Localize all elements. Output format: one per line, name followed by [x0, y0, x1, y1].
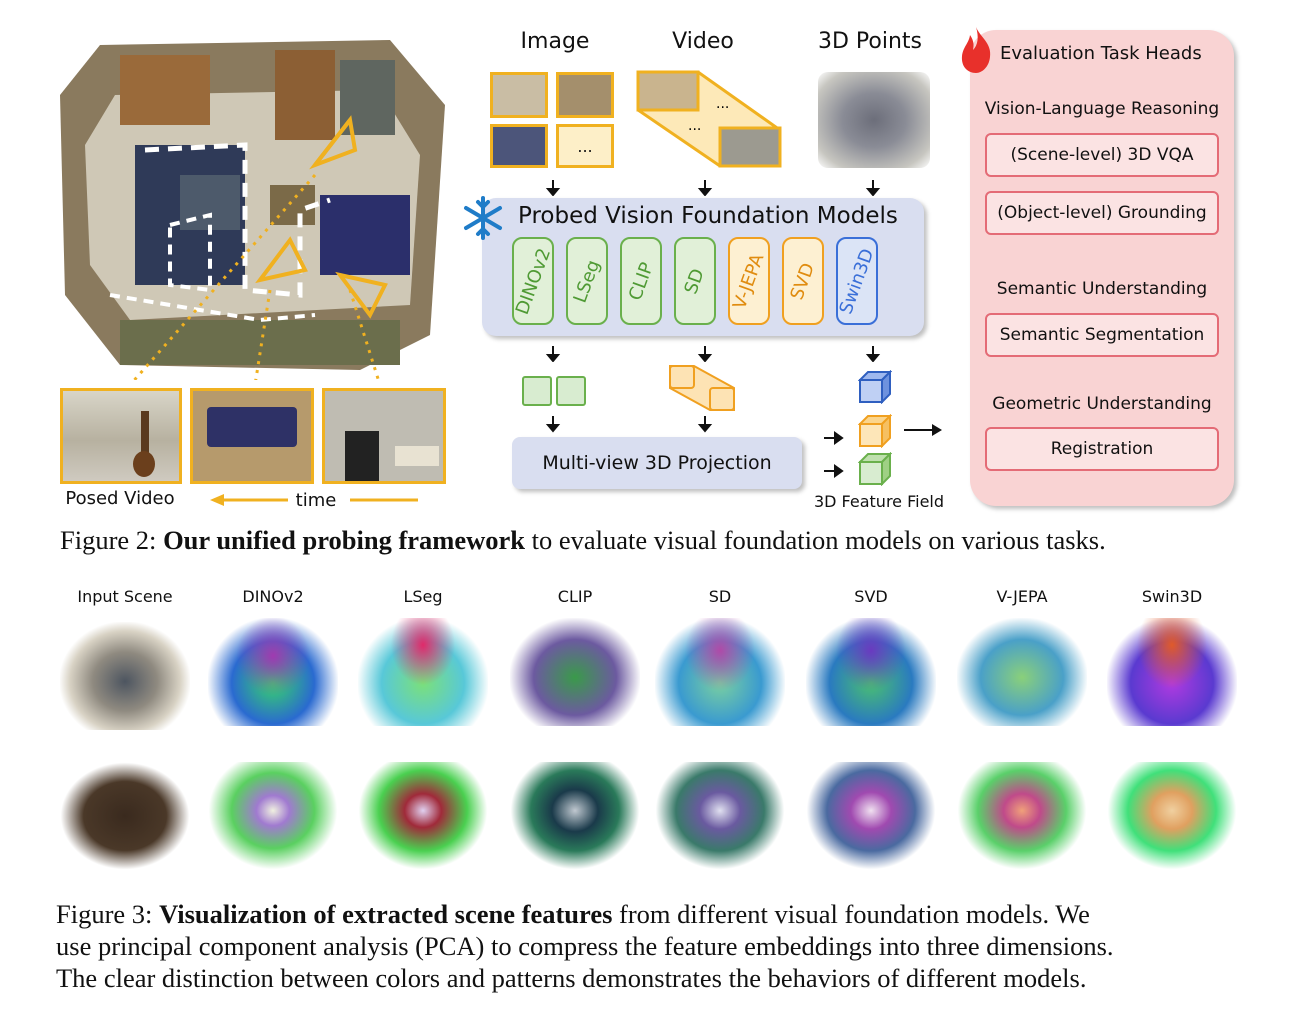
model-pill-vjepa: V-JEPA	[728, 237, 770, 325]
model-pill-swin3d: Swin3D	[836, 237, 878, 325]
projection-label: Multi-view 3D Projection	[542, 452, 772, 474]
row1-clip	[510, 618, 640, 726]
row2-clip	[510, 762, 640, 870]
task-semantic-segmentation: Semantic Segmentation	[985, 313, 1219, 357]
row2-sd	[655, 762, 785, 870]
arrows-into-projection	[545, 416, 713, 433]
figure3-caption-prefix: Figure 3:	[56, 899, 160, 929]
task-3d-vqa: (Scene-level) 3D VQA	[985, 133, 1219, 177]
figure3-caption: Figure 3: Visualization of extracted sce…	[56, 898, 1256, 994]
row1-dinov2	[208, 618, 338, 726]
image-thumb-more: ...	[556, 124, 614, 168]
row2-input-scene	[60, 762, 190, 870]
row1-lseg	[358, 618, 488, 726]
arrows-out-of-models	[545, 346, 881, 362]
arrows-projection-to-field	[824, 431, 844, 478]
image-ellipsis: ...	[577, 136, 593, 156]
row2-dinov2	[208, 762, 338, 870]
image-thumb-2	[556, 72, 614, 118]
figure3-caption-rest1: from different visual foundation models.…	[612, 899, 1090, 929]
col-label-clip: CLIP	[557, 587, 593, 606]
input-label-image: Image	[520, 29, 590, 54]
time-label: time	[295, 490, 337, 511]
task-heads-panel	[970, 30, 1234, 506]
image-thumb-3	[490, 124, 548, 168]
col-label-vjepa: V-JEPA	[996, 587, 1048, 606]
task-heads-title: Evaluation Task Heads	[1000, 43, 1202, 64]
row1-svd	[806, 618, 936, 726]
input-label-video: Video	[672, 29, 734, 54]
snowflake-icon	[464, 196, 502, 240]
col-label-dinov2: DINOv2	[242, 587, 304, 606]
cube-orange-icon	[858, 414, 892, 448]
figure2-caption-rest: to evaluate visual foundation models on …	[525, 525, 1106, 555]
arrow-to-task-heads	[904, 424, 942, 436]
input-label-3d-points: 3D Points	[817, 29, 923, 54]
figure2-caption-bold: Our unified probing framework	[163, 525, 526, 555]
feature-square-1	[522, 376, 552, 406]
section-semantic: Semantic Understanding	[996, 279, 1208, 299]
row1-vjepa	[957, 618, 1087, 726]
model-pill-lseg: LSeg	[566, 237, 608, 325]
col-label-swin3d: Swin3D	[1141, 587, 1203, 606]
section-geometric: Geometric Understanding	[992, 394, 1212, 414]
models-title: Probed Vision Foundation Models	[518, 203, 898, 229]
feature-square-2	[556, 376, 586, 406]
row2-vjepa	[957, 762, 1087, 870]
svg-text:...: ...	[716, 96, 729, 112]
posed-frame-1	[60, 388, 182, 484]
figure2-caption-prefix: Figure 2:	[60, 525, 164, 555]
time-arrow	[210, 494, 418, 506]
posed-frame-3	[322, 388, 446, 484]
section-vision-language: Vision-Language Reasoning	[984, 99, 1220, 119]
row1-sd	[655, 618, 785, 726]
arrows-into-models	[545, 180, 881, 196]
flame-icon	[961, 27, 991, 73]
feature-field-label: 3D Feature Field	[813, 492, 945, 511]
model-pill-svd: SVD	[782, 237, 824, 325]
col-label-input-scene: Input Scene	[77, 587, 173, 606]
image-thumb-1	[490, 72, 548, 118]
col-label-lseg: LSeg	[403, 587, 443, 606]
video-stack: ... ...	[636, 70, 782, 168]
figure2-caption: Figure 2: Our unified probing framework …	[60, 524, 1260, 556]
row2-lseg	[358, 762, 488, 870]
cube-green-icon	[858, 452, 892, 486]
col-label-svd: SVD	[854, 587, 888, 606]
model-pill-clip: CLIP	[620, 237, 662, 325]
row1-input-scene	[60, 622, 190, 730]
row1-swin3d	[1107, 618, 1237, 726]
figure3-caption-line2: use principal component analysis (PCA) t…	[56, 931, 1114, 961]
svg-text:...: ...	[688, 118, 701, 134]
figure3-caption-line3: The clear distinction between colors and…	[56, 963, 1087, 993]
video-feature-icon	[669, 365, 735, 411]
points-thumb	[818, 72, 930, 168]
cube-blue-icon	[858, 370, 892, 404]
model-pill-dinov2: DINOv2	[511, 237, 555, 325]
col-label-sd: SD	[708, 587, 732, 606]
task-grounding: (Object-level) Grounding	[985, 191, 1219, 235]
scene-illustration	[60, 35, 450, 386]
projection-box: Multi-view 3D Projection	[512, 437, 802, 489]
posed-video-label: Posed Video	[65, 488, 175, 509]
posed-frame-2	[190, 388, 314, 484]
task-registration: Registration	[985, 427, 1219, 471]
figure3-caption-bold: Visualization of extracted scene feature…	[159, 899, 613, 929]
row2-svd	[806, 762, 936, 870]
model-pill-sd: SD	[674, 237, 716, 325]
row2-swin3d	[1107, 762, 1237, 870]
